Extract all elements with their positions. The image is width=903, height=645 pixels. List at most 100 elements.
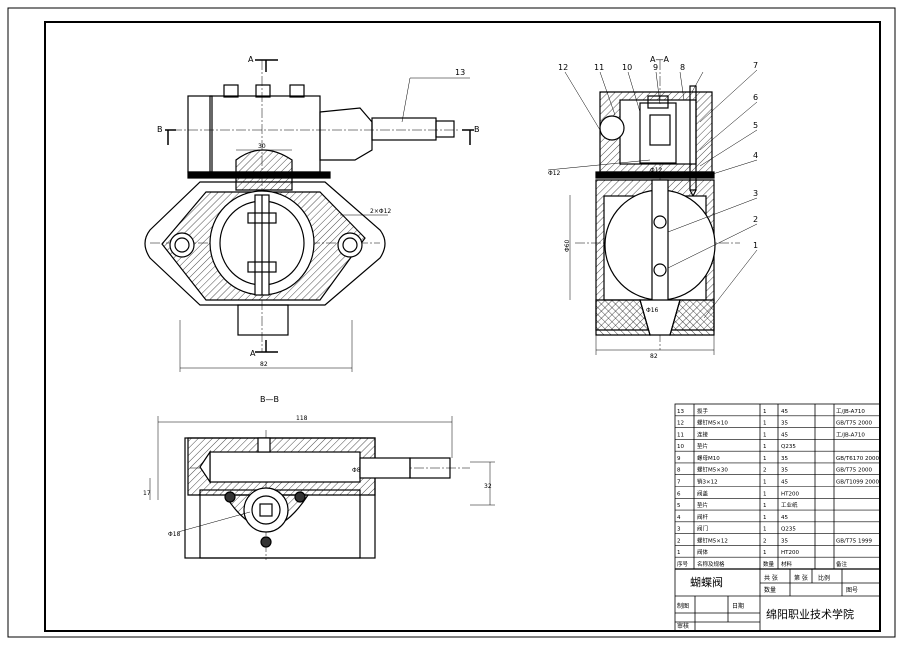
- parts-cell: 1: [763, 480, 767, 486]
- balloon-6: 6: [753, 93, 758, 102]
- parts-cell: 螺钉M5×10: [697, 419, 728, 427]
- front-dim-bore: 30: [258, 143, 266, 150]
- parts-cell: GB/T75 2000: [836, 421, 872, 427]
- side-dim-bottom: Φ16: [646, 307, 659, 314]
- side-view: [547, 60, 758, 355]
- title-no: 图号: [846, 587, 858, 594]
- front-section-mark-bottom: A: [250, 349, 256, 358]
- side-dim-top: Φ12: [650, 167, 663, 174]
- bottom-dim-h2: Φ8: [352, 467, 361, 474]
- inner-border: [44, 21, 881, 632]
- parts-cell: 工/JB-A710: [836, 408, 865, 415]
- title-drawing-name: 蝴蝶阀: [690, 575, 723, 589]
- balloon-12: 12: [558, 63, 568, 72]
- title-date: 日期: [732, 602, 744, 610]
- bottom-dim-width: 118: [296, 415, 308, 422]
- parts-cell: 10: [677, 444, 684, 450]
- parts-cell: 阀门: [697, 525, 708, 533]
- parts-cell: 材料: [781, 560, 793, 568]
- parts-cell: 螺母M10: [697, 454, 720, 462]
- parts-cell: GB/T6170 2000: [836, 456, 879, 462]
- parts-cell: 45: [781, 480, 788, 486]
- parts-cell: 9: [677, 456, 681, 462]
- balloon-9: 9: [653, 63, 658, 72]
- parts-cell: Q235: [781, 527, 796, 533]
- side-dim-left: Φ12: [548, 170, 561, 177]
- side-dim-width: 82: [650, 353, 658, 360]
- outer-border: [7, 7, 896, 638]
- parts-cell: 1: [763, 444, 767, 450]
- parts-cell: 1: [763, 421, 767, 427]
- front-dim-width: 82: [260, 361, 268, 368]
- title-total: 共 张: [764, 574, 778, 582]
- parts-cell: 螺钉M5×30: [697, 466, 728, 474]
- parts-cell: 2: [763, 468, 767, 474]
- parts-cell: 1: [763, 527, 767, 533]
- parts-cell: 销3×12: [697, 478, 718, 486]
- parts-cell: 5: [677, 503, 681, 509]
- parts-cell: GB/T75 2000: [836, 468, 872, 474]
- parts-cell: 2: [677, 538, 681, 544]
- balloon-2: 2: [753, 215, 758, 224]
- parts-cell: 1: [763, 456, 767, 462]
- parts-cell: 工业纸: [781, 501, 798, 509]
- balloon-11: 11: [594, 63, 604, 72]
- parts-cell: GB/T75 1999: [836, 538, 872, 544]
- parts-cell: 8: [677, 468, 681, 474]
- parts-cell: 1: [763, 491, 767, 497]
- balloon-8: 8: [680, 63, 685, 72]
- parts-cell: 45: [781, 409, 788, 415]
- parts-cell: 1: [763, 503, 767, 509]
- parts-cell: 1: [763, 432, 767, 438]
- title-qty: 数量: [764, 586, 776, 594]
- parts-cell: Q235: [781, 444, 796, 450]
- parts-cell: 6: [677, 491, 681, 497]
- front-view: [144, 59, 474, 372]
- front-section-mark-left: B: [157, 125, 163, 134]
- balloon-10: 10: [622, 63, 632, 72]
- parts-cell: 1: [677, 550, 681, 556]
- parts-cell: 35: [781, 538, 788, 544]
- balloon-4: 4: [753, 151, 758, 160]
- parts-cell: 连接: [697, 430, 709, 438]
- parts-cell: 螺钉M5×12: [697, 536, 728, 544]
- side-view-title: A—A: [650, 55, 669, 64]
- parts-cell: 工/JB-A710: [836, 431, 865, 438]
- side-dim-height: Φ60: [564, 239, 571, 252]
- parts-cell: 1: [763, 515, 767, 521]
- parts-cell: 名称及规格: [697, 560, 725, 568]
- parts-cell: 35: [781, 421, 788, 427]
- parts-cell: HT200: [781, 550, 799, 556]
- title-school: 绵阳职业技术学院: [766, 607, 854, 621]
- balloon-3: 3: [753, 189, 758, 198]
- bottom-dim-bore: Φ18: [168, 531, 181, 538]
- parts-cell: 备注: [836, 560, 848, 568]
- parts-cell: 13: [677, 409, 684, 415]
- parts-cell: 序号: [677, 560, 689, 568]
- bottom-dim-side: 17: [143, 490, 151, 497]
- front-section-mark-right: B: [474, 125, 480, 134]
- parts-cell: 垫片: [697, 501, 708, 509]
- parts-cell: 45: [781, 432, 788, 438]
- balloon-1: 1: [753, 241, 758, 250]
- parts-cell: 1: [763, 550, 767, 556]
- title-checked: 审核: [677, 622, 689, 630]
- parts-cell: 7: [677, 480, 681, 486]
- parts-cell: 1: [763, 409, 767, 415]
- parts-cell: 3: [677, 527, 681, 533]
- front-dim-hole: 2×Φ12: [370, 208, 391, 215]
- parts-cell: 数量: [763, 560, 775, 568]
- front-section-mark-top: A: [248, 55, 254, 64]
- bottom-view-title: B—B: [260, 395, 279, 404]
- parts-cell: 4: [677, 515, 681, 521]
- title-sheet: 第 张: [794, 574, 808, 582]
- title-drawn: 制图: [677, 602, 689, 610]
- parts-cell: HT200: [781, 491, 799, 497]
- bottom-dim-h1: 32: [484, 483, 492, 490]
- parts-cell: 扳手: [697, 407, 709, 415]
- title-scale: 比例: [818, 574, 830, 582]
- parts-cell: GB/T1099 2000: [836, 480, 879, 486]
- balloon-7: 7: [753, 61, 758, 70]
